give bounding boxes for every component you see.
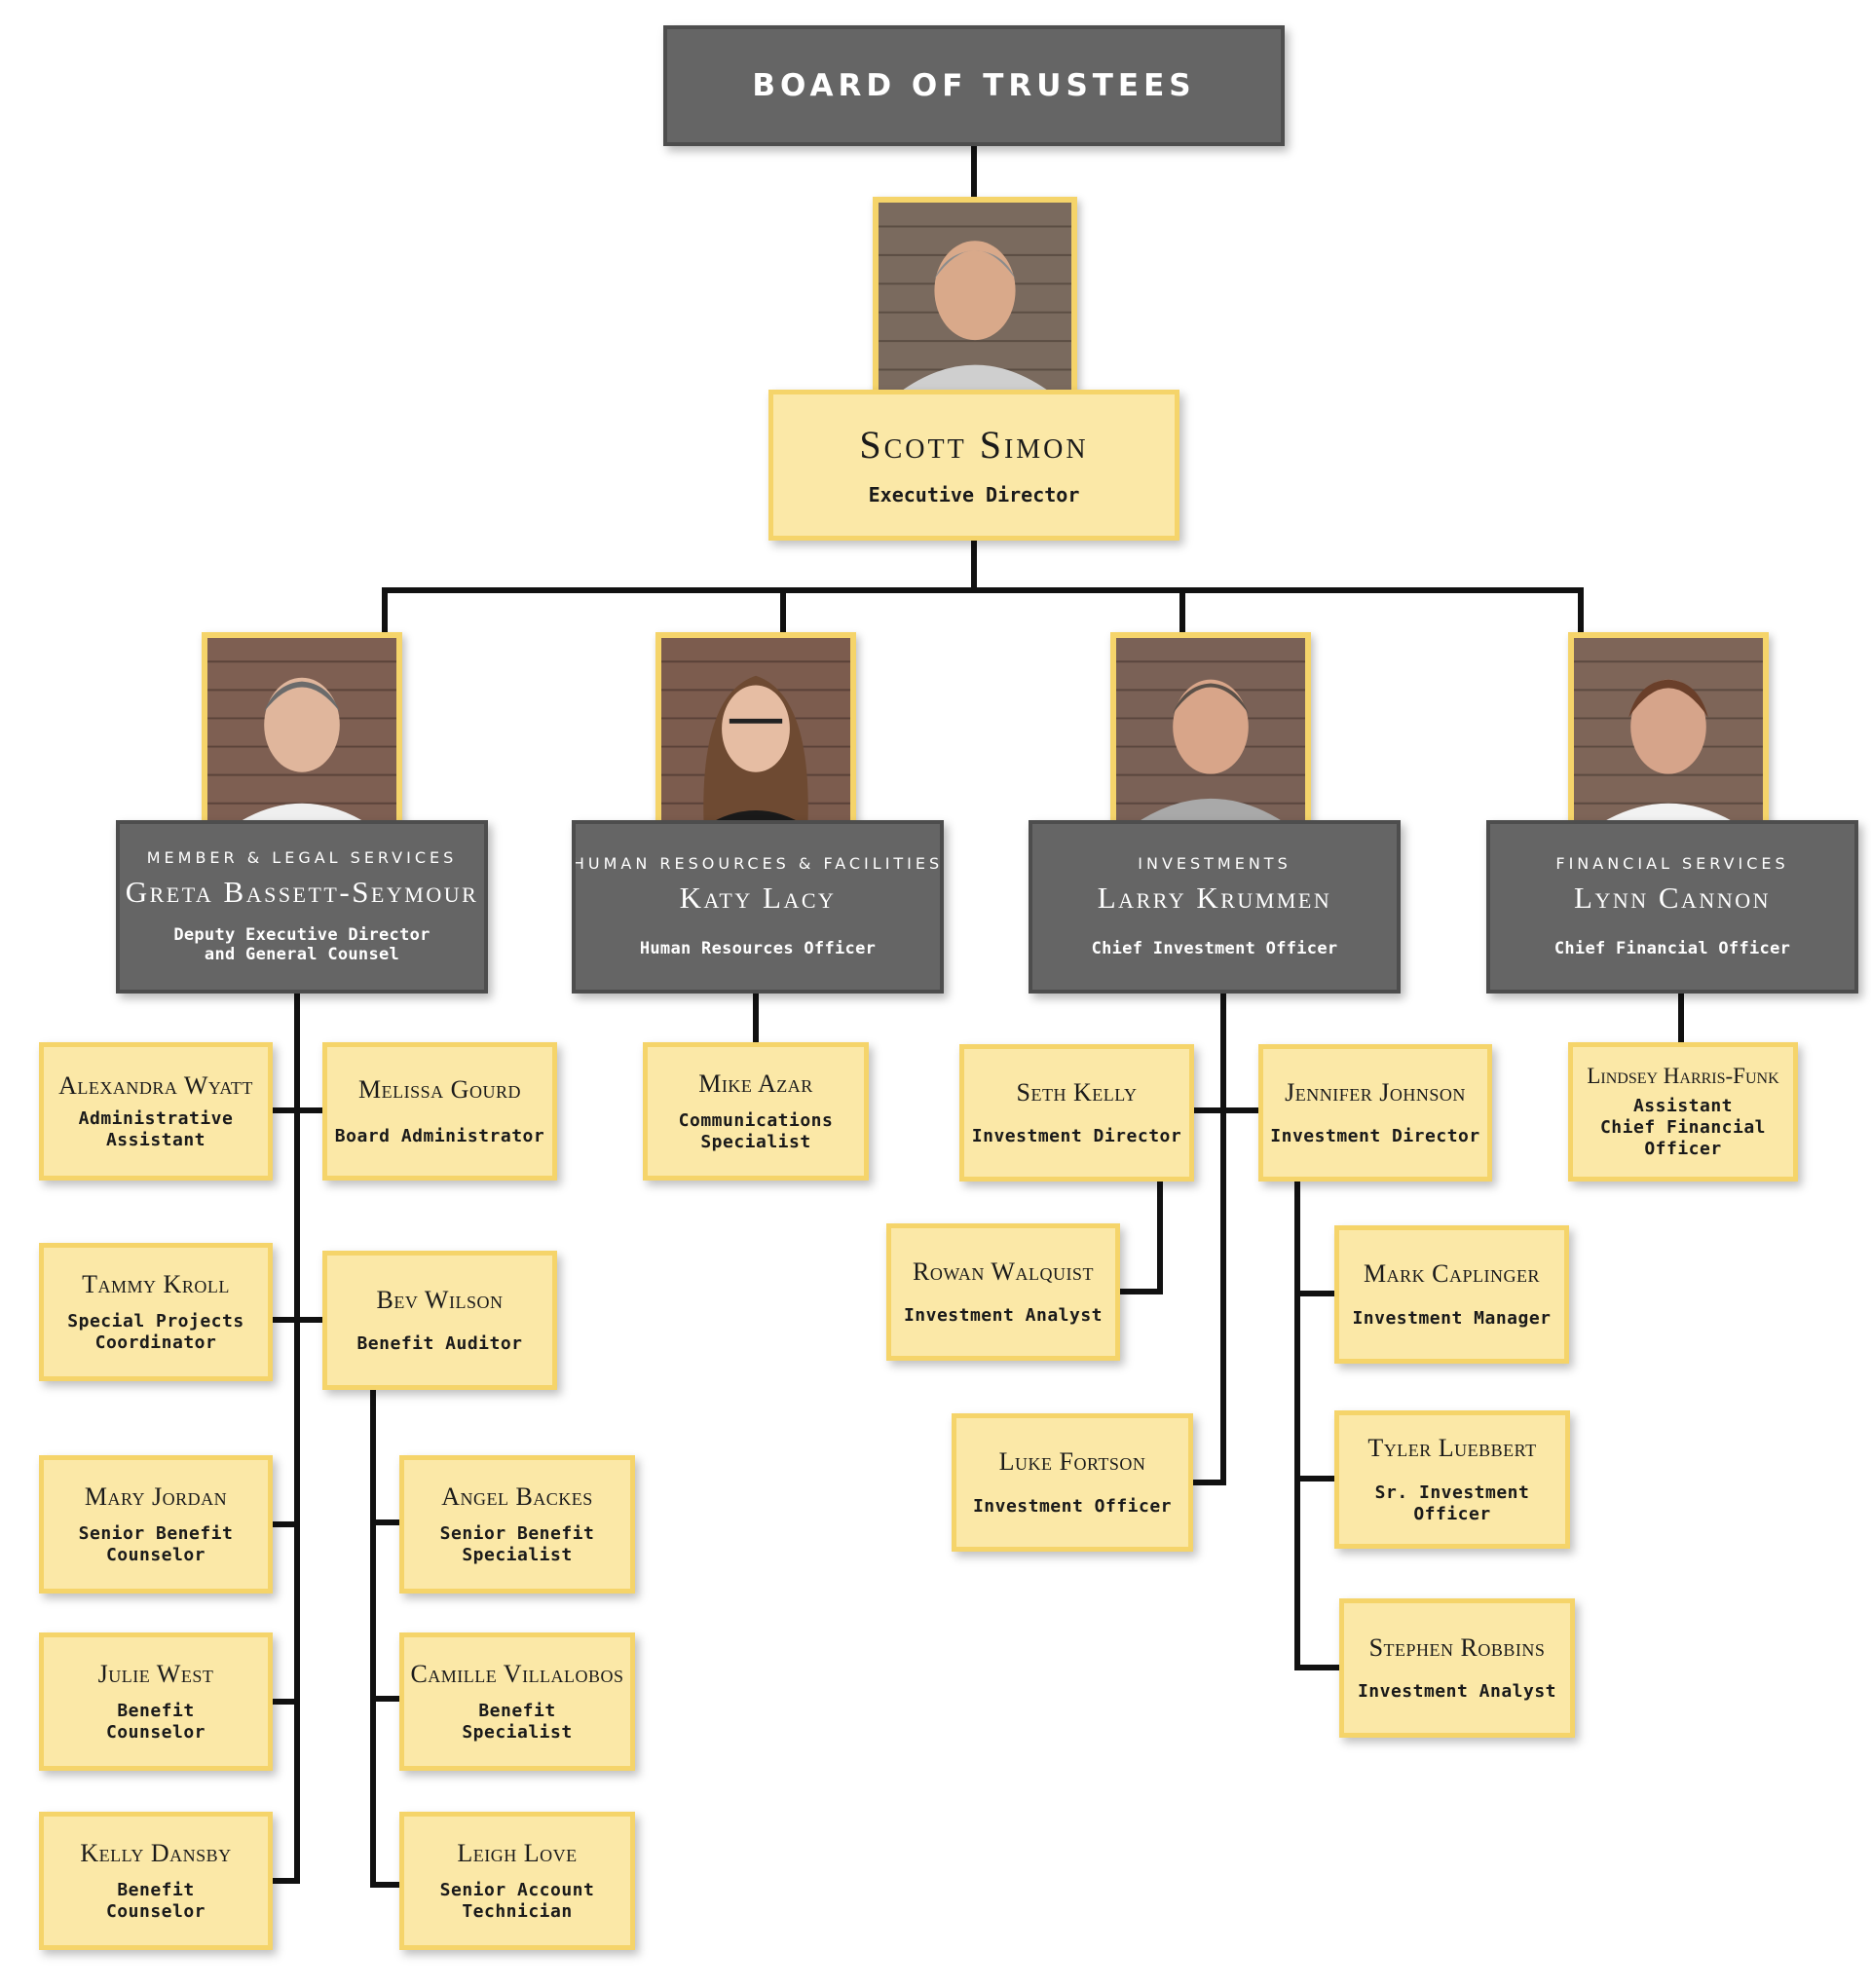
- head-dept: FINANCIAL SERVICES: [1555, 854, 1789, 874]
- portrait-photo-icon: [207, 638, 396, 827]
- staff-role: Benefit Specialist: [462, 1700, 573, 1743]
- staff-box-angel: Angel Backes Senior Benefit Specialist: [399, 1455, 635, 1594]
- executive-name: Scott Simon: [859, 423, 1089, 468]
- staff-name: Mark Caplinger: [1364, 1259, 1540, 1289]
- staff-name: Mary Jordan: [84, 1482, 228, 1512]
- head-photo-investments: [1110, 632, 1311, 833]
- head-box-member-legal: MEMBER & LEGAL SERVICES Greta Bassett-Se…: [116, 820, 488, 994]
- staff-box-kelly: Kelly Dansby Benefit Counselor: [39, 1812, 273, 1950]
- staff-role: Investment Analyst: [903, 1305, 1104, 1327]
- staff-box-stephen: Stephen Robbins Investment Analyst: [1339, 1598, 1575, 1738]
- staff-name: Angel Backes: [441, 1482, 593, 1512]
- head-name: Larry Krummen: [1097, 881, 1332, 916]
- connector-executive-heads: [382, 538, 1584, 638]
- head-name: Katy Lacy: [679, 881, 837, 916]
- staff-name: Luke Fortson: [998, 1447, 1146, 1477]
- head-name: Lynn Cannon: [1574, 881, 1771, 916]
- staff-name: Camille Villalobos: [410, 1660, 624, 1689]
- staff-box-julie: Julie West Benefit Counselor: [39, 1632, 273, 1771]
- staff-box-alexandra: Alexandra Wyatt Administrative Assistant: [39, 1042, 273, 1181]
- connector-jennifer-team: [1294, 1179, 1342, 1670]
- staff-role: Senior Account Technician: [439, 1879, 595, 1922]
- staff-box-rowan: Rowan Walquist Investment Analyst: [886, 1223, 1120, 1361]
- portrait-photo-icon: [661, 638, 850, 827]
- staff-role: Investment Officer: [972, 1495, 1173, 1517]
- head-photo-member-legal: [202, 632, 402, 833]
- staff-name: Jennifer Johnson: [1285, 1077, 1466, 1107]
- head-photo-financial: [1568, 632, 1769, 833]
- head-dept: HUMAN RESOURCES & FACILITIES: [572, 854, 944, 874]
- staff-name: Rowan Walquist: [913, 1257, 1094, 1286]
- staff-name: Tammy Kroll: [82, 1270, 230, 1299]
- head-dept: INVESTMENTS: [1138, 854, 1291, 874]
- connector-bev-team: [370, 1387, 402, 1888]
- staff-name: Kelly Dansby: [80, 1839, 232, 1868]
- staff-box-luke: Luke Fortson Investment Officer: [952, 1413, 1193, 1552]
- head-role: Human Resources Officer: [639, 938, 877, 958]
- staff-name: Melissa Gourd: [358, 1075, 521, 1105]
- portrait-photo-icon: [879, 203, 1071, 394]
- staff-box-tyler: Tyler Luebbert Sr. Investment Officer: [1334, 1410, 1570, 1549]
- staff-name: Seth Kelly: [1016, 1077, 1138, 1107]
- staff-role: Senior Benefit Counselor: [78, 1522, 234, 1565]
- staff-role: Special Projects Coordinator: [67, 1310, 244, 1353]
- staff-box-camille: Camille Villalobos Benefit Specialist: [399, 1632, 635, 1771]
- staff-role: Benefit Auditor: [356, 1333, 523, 1355]
- staff-role: Investment Analyst: [1357, 1681, 1557, 1703]
- staff-name: Tyler Luebbert: [1367, 1434, 1537, 1463]
- staff-name: Julie West: [97, 1660, 214, 1689]
- staff-box-seth: Seth Kelly Investment Director: [959, 1044, 1194, 1182]
- staff-role: Investment Director: [1270, 1126, 1480, 1147]
- board-of-trustees-box: BOARD OF TRUSTEES: [663, 25, 1285, 146]
- executive-box: Scott Simon Executive Director: [768, 390, 1179, 541]
- staff-box-jennifer: Jennifer Johnson Investment Director: [1258, 1044, 1492, 1182]
- connector-member-legal: [270, 991, 325, 1884]
- staff-role: Investment Director: [971, 1126, 1182, 1147]
- portrait-photo-icon: [1574, 638, 1763, 827]
- staff-name: Alexandra Wyatt: [58, 1071, 253, 1101]
- staff-role: Communications Specialist: [678, 1109, 834, 1152]
- head-role: Chief Investment Officer: [1091, 938, 1338, 958]
- staff-box-lindsey: Lindsey Harris-Funk Assistant Chief Fina…: [1568, 1042, 1798, 1182]
- staff-name: Stephen Robbins: [1368, 1632, 1546, 1662]
- head-role: Deputy Executive Director and General Co…: [173, 924, 430, 965]
- head-dept: MEMBER & LEGAL SERVICES: [146, 847, 458, 867]
- staff-role: Benefit Counselor: [105, 1879, 206, 1922]
- staff-role: Board Administrator: [334, 1125, 545, 1146]
- head-photo-hr: [655, 632, 856, 833]
- head-box-investments: INVESTMENTS Larry Krummen Chief Investme…: [1029, 820, 1401, 994]
- head-box-financial: FINANCIAL SERVICES Lynn Cannon Chief Fin…: [1486, 820, 1858, 994]
- staff-name: Lindsey Harris-Funk: [1587, 1064, 1779, 1089]
- staff-box-tammy: Tammy Kroll Special Projects Coordinator: [39, 1243, 273, 1381]
- executive-photo: [873, 197, 1077, 399]
- staff-name: Bev Wilson: [376, 1285, 504, 1314]
- staff-role: Administrative Assistant: [78, 1107, 234, 1150]
- staff-role: Assistant Chief Financial Officer: [1599, 1095, 1767, 1159]
- connector-investments: [1190, 991, 1261, 1485]
- staff-box-leigh: Leigh Love Senior Account Technician: [399, 1812, 635, 1950]
- head-box-hr: HUMAN RESOURCES & FACILITIES Katy Lacy H…: [572, 820, 944, 994]
- staff-role: Investment Manager: [1352, 1307, 1552, 1329]
- executive-role: Executive Director: [868, 483, 1080, 507]
- staff-role: Senior Benefit Specialist: [439, 1522, 595, 1565]
- connector-seth-rowan: [1117, 1179, 1163, 1294]
- staff-name: Mike Azar: [698, 1069, 813, 1099]
- staff-name: Leigh Love: [457, 1839, 578, 1868]
- staff-role: Benefit Counselor: [105, 1700, 206, 1743]
- head-role: Chief Financial Officer: [1553, 938, 1791, 958]
- staff-box-mike: Mike Azar Communications Specialist: [643, 1042, 869, 1181]
- staff-box-bev: Bev Wilson Benefit Auditor: [322, 1251, 557, 1390]
- staff-box-melissa: Melissa Gourd Board Administrator: [322, 1042, 557, 1181]
- board-title: BOARD OF TRUSTEES: [752, 68, 1196, 103]
- staff-role: Sr. Investment Officer: [1374, 1482, 1530, 1524]
- portrait-photo-icon: [1116, 638, 1305, 827]
- staff-box-mary: Mary Jordan Senior Benefit Counselor: [39, 1455, 273, 1594]
- head-name: Greta Bassett-Seymour: [125, 874, 479, 909]
- staff-box-mark: Mark Caplinger Investment Manager: [1334, 1225, 1569, 1364]
